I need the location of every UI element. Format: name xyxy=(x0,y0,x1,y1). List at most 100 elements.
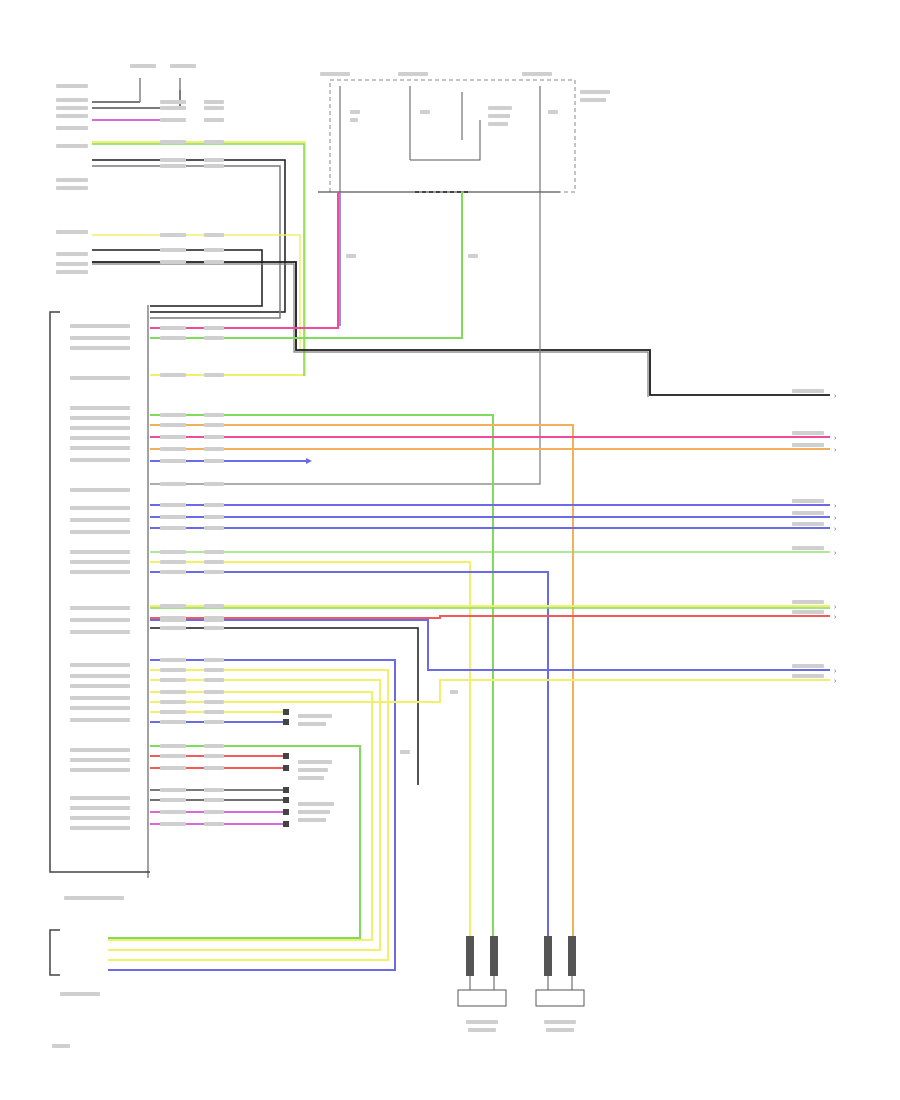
fuse-label xyxy=(320,72,350,76)
label-placeholder xyxy=(298,776,324,780)
connector-mark: › xyxy=(834,435,837,442)
label-placeholder xyxy=(160,560,186,564)
label-placeholder xyxy=(160,106,186,110)
label-placeholder xyxy=(70,796,130,800)
label-placeholder xyxy=(70,618,130,622)
label-placeholder xyxy=(160,678,186,682)
label-placeholder xyxy=(160,158,186,162)
label-placeholder xyxy=(56,98,88,102)
wire-red-bus xyxy=(150,615,830,619)
label-placeholder xyxy=(160,413,186,417)
wire-orange-speaker xyxy=(150,424,574,940)
label-placeholder xyxy=(792,664,824,668)
connector-mark: › xyxy=(834,604,837,611)
label-placeholder xyxy=(204,626,224,630)
label-placeholder xyxy=(160,447,186,451)
label-placeholder xyxy=(204,413,224,417)
label-placeholder xyxy=(792,443,824,447)
label-placeholder xyxy=(70,488,130,492)
connector-mark: › xyxy=(834,515,837,522)
label-placeholder xyxy=(204,710,224,714)
label-placeholder xyxy=(204,678,224,682)
label-placeholder xyxy=(56,230,88,234)
wire-green-input xyxy=(108,745,361,939)
label-placeholder xyxy=(160,690,186,694)
label-placeholder xyxy=(204,158,224,162)
right-speaker-plug xyxy=(568,936,576,976)
wire-yellow-speaker xyxy=(150,561,471,940)
connector-mark: › xyxy=(834,668,837,675)
label-placeholder xyxy=(204,690,224,694)
label-placeholder xyxy=(204,550,224,554)
label-placeholder xyxy=(70,748,130,752)
wire-black-long xyxy=(92,261,830,396)
label-placeholder xyxy=(160,140,186,144)
label-placeholder xyxy=(56,186,88,190)
label-placeholder xyxy=(160,336,186,340)
left-speaker xyxy=(457,989,507,1007)
wire-yellow-antenna xyxy=(92,234,301,350)
connector-terminal xyxy=(283,709,289,715)
label-placeholder xyxy=(70,684,130,688)
label-placeholder xyxy=(56,84,88,88)
label-placeholder xyxy=(792,674,824,678)
label-placeholder xyxy=(160,100,186,104)
wire-yellow-input-3 xyxy=(108,691,373,941)
connector-terminal xyxy=(283,719,289,725)
label-placeholder xyxy=(160,260,186,264)
label-placeholder xyxy=(204,164,224,168)
label-placeholder xyxy=(70,696,130,700)
wires xyxy=(92,90,830,971)
wire-gray-long xyxy=(92,263,649,397)
label-placeholder xyxy=(160,459,186,463)
label-placeholder xyxy=(792,522,824,526)
label-placeholder xyxy=(160,373,186,377)
connector-mark: › xyxy=(834,447,837,454)
label-placeholder xyxy=(56,270,88,274)
label-placeholder xyxy=(160,744,186,748)
label-placeholder xyxy=(204,604,224,608)
right-speaker xyxy=(535,989,585,1007)
label-placeholder xyxy=(56,114,88,118)
wire-blue-speaker xyxy=(150,571,549,940)
fuse-panel-box xyxy=(329,79,576,193)
audio-input-jack-outline xyxy=(49,929,60,976)
wire-black-antenna xyxy=(92,249,263,307)
label-placeholder xyxy=(160,118,186,122)
label-placeholder xyxy=(204,140,224,144)
label-placeholder xyxy=(160,423,186,427)
connector-terminal xyxy=(283,821,289,827)
wire-yellow-out xyxy=(150,679,830,703)
label-placeholder xyxy=(56,106,88,110)
label-placeholder xyxy=(204,503,224,507)
module-name-label xyxy=(64,896,124,900)
wire-black-shield xyxy=(150,627,419,785)
ground-label xyxy=(170,64,196,68)
label-placeholder xyxy=(70,758,130,762)
label-placeholder xyxy=(70,663,130,667)
label-placeholder xyxy=(70,458,130,462)
label-placeholder xyxy=(160,233,186,237)
label-placeholder xyxy=(204,336,224,340)
label-placeholder xyxy=(488,122,508,126)
label-placeholder xyxy=(70,426,130,430)
label-placeholder xyxy=(56,144,88,148)
label-placeholder xyxy=(792,431,824,435)
label-placeholder xyxy=(204,260,224,264)
label-placeholder xyxy=(204,618,224,622)
label-placeholder xyxy=(792,499,824,503)
label-placeholder xyxy=(70,416,130,420)
label-placeholder xyxy=(160,626,186,630)
label-placeholder xyxy=(160,503,186,507)
arrow-head xyxy=(306,458,312,464)
fuse-label xyxy=(522,72,552,76)
labels xyxy=(52,64,824,1048)
label-placeholder xyxy=(160,700,186,704)
wire-yellow-input xyxy=(108,669,389,961)
label-placeholder xyxy=(56,178,88,182)
label-placeholder xyxy=(160,754,186,758)
label-placeholder xyxy=(70,560,130,564)
label-placeholder xyxy=(204,720,224,724)
label-placeholder xyxy=(298,714,332,718)
